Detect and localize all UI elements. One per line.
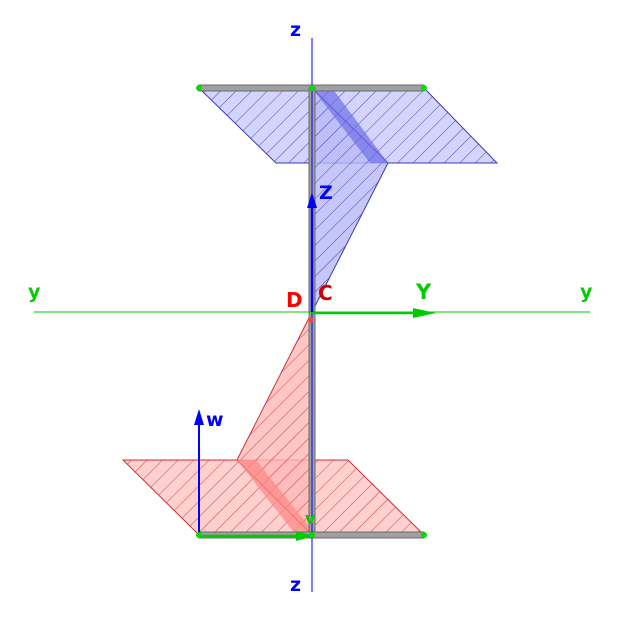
label-D: D [286,288,303,312]
y-arrow-head [413,308,436,318]
w-arrow-head [194,409,204,425]
label-y-left: y [28,281,41,303]
label-C: C [318,281,333,305]
top-junction-shade [312,88,388,163]
label-z-bottom: z [290,574,301,596]
node-top-right [421,85,427,91]
label-w: w [206,409,224,431]
label-z-top: z [290,19,301,41]
negative-distribution [121,311,426,537]
centroid-point [308,317,314,323]
node-bottom-right [421,532,427,538]
z-arrow-head [307,192,317,208]
v-arrow-head [296,531,314,541]
bottom-junction-shade [237,460,312,535]
label-y-right: y [580,281,593,303]
positive-distribution [197,86,499,313]
node-top-left [196,85,202,91]
node-top-center [309,85,315,91]
label-v: v [305,509,316,528]
nodes [196,85,427,538]
axes [34,38,590,592]
node-bottom-center [309,532,315,538]
label-Z-axis: Z [319,182,333,204]
node-bottom-left [196,532,202,538]
labels: z z y y Y Z D C w v [28,19,593,596]
label-Y-axis: Y [415,280,432,304]
